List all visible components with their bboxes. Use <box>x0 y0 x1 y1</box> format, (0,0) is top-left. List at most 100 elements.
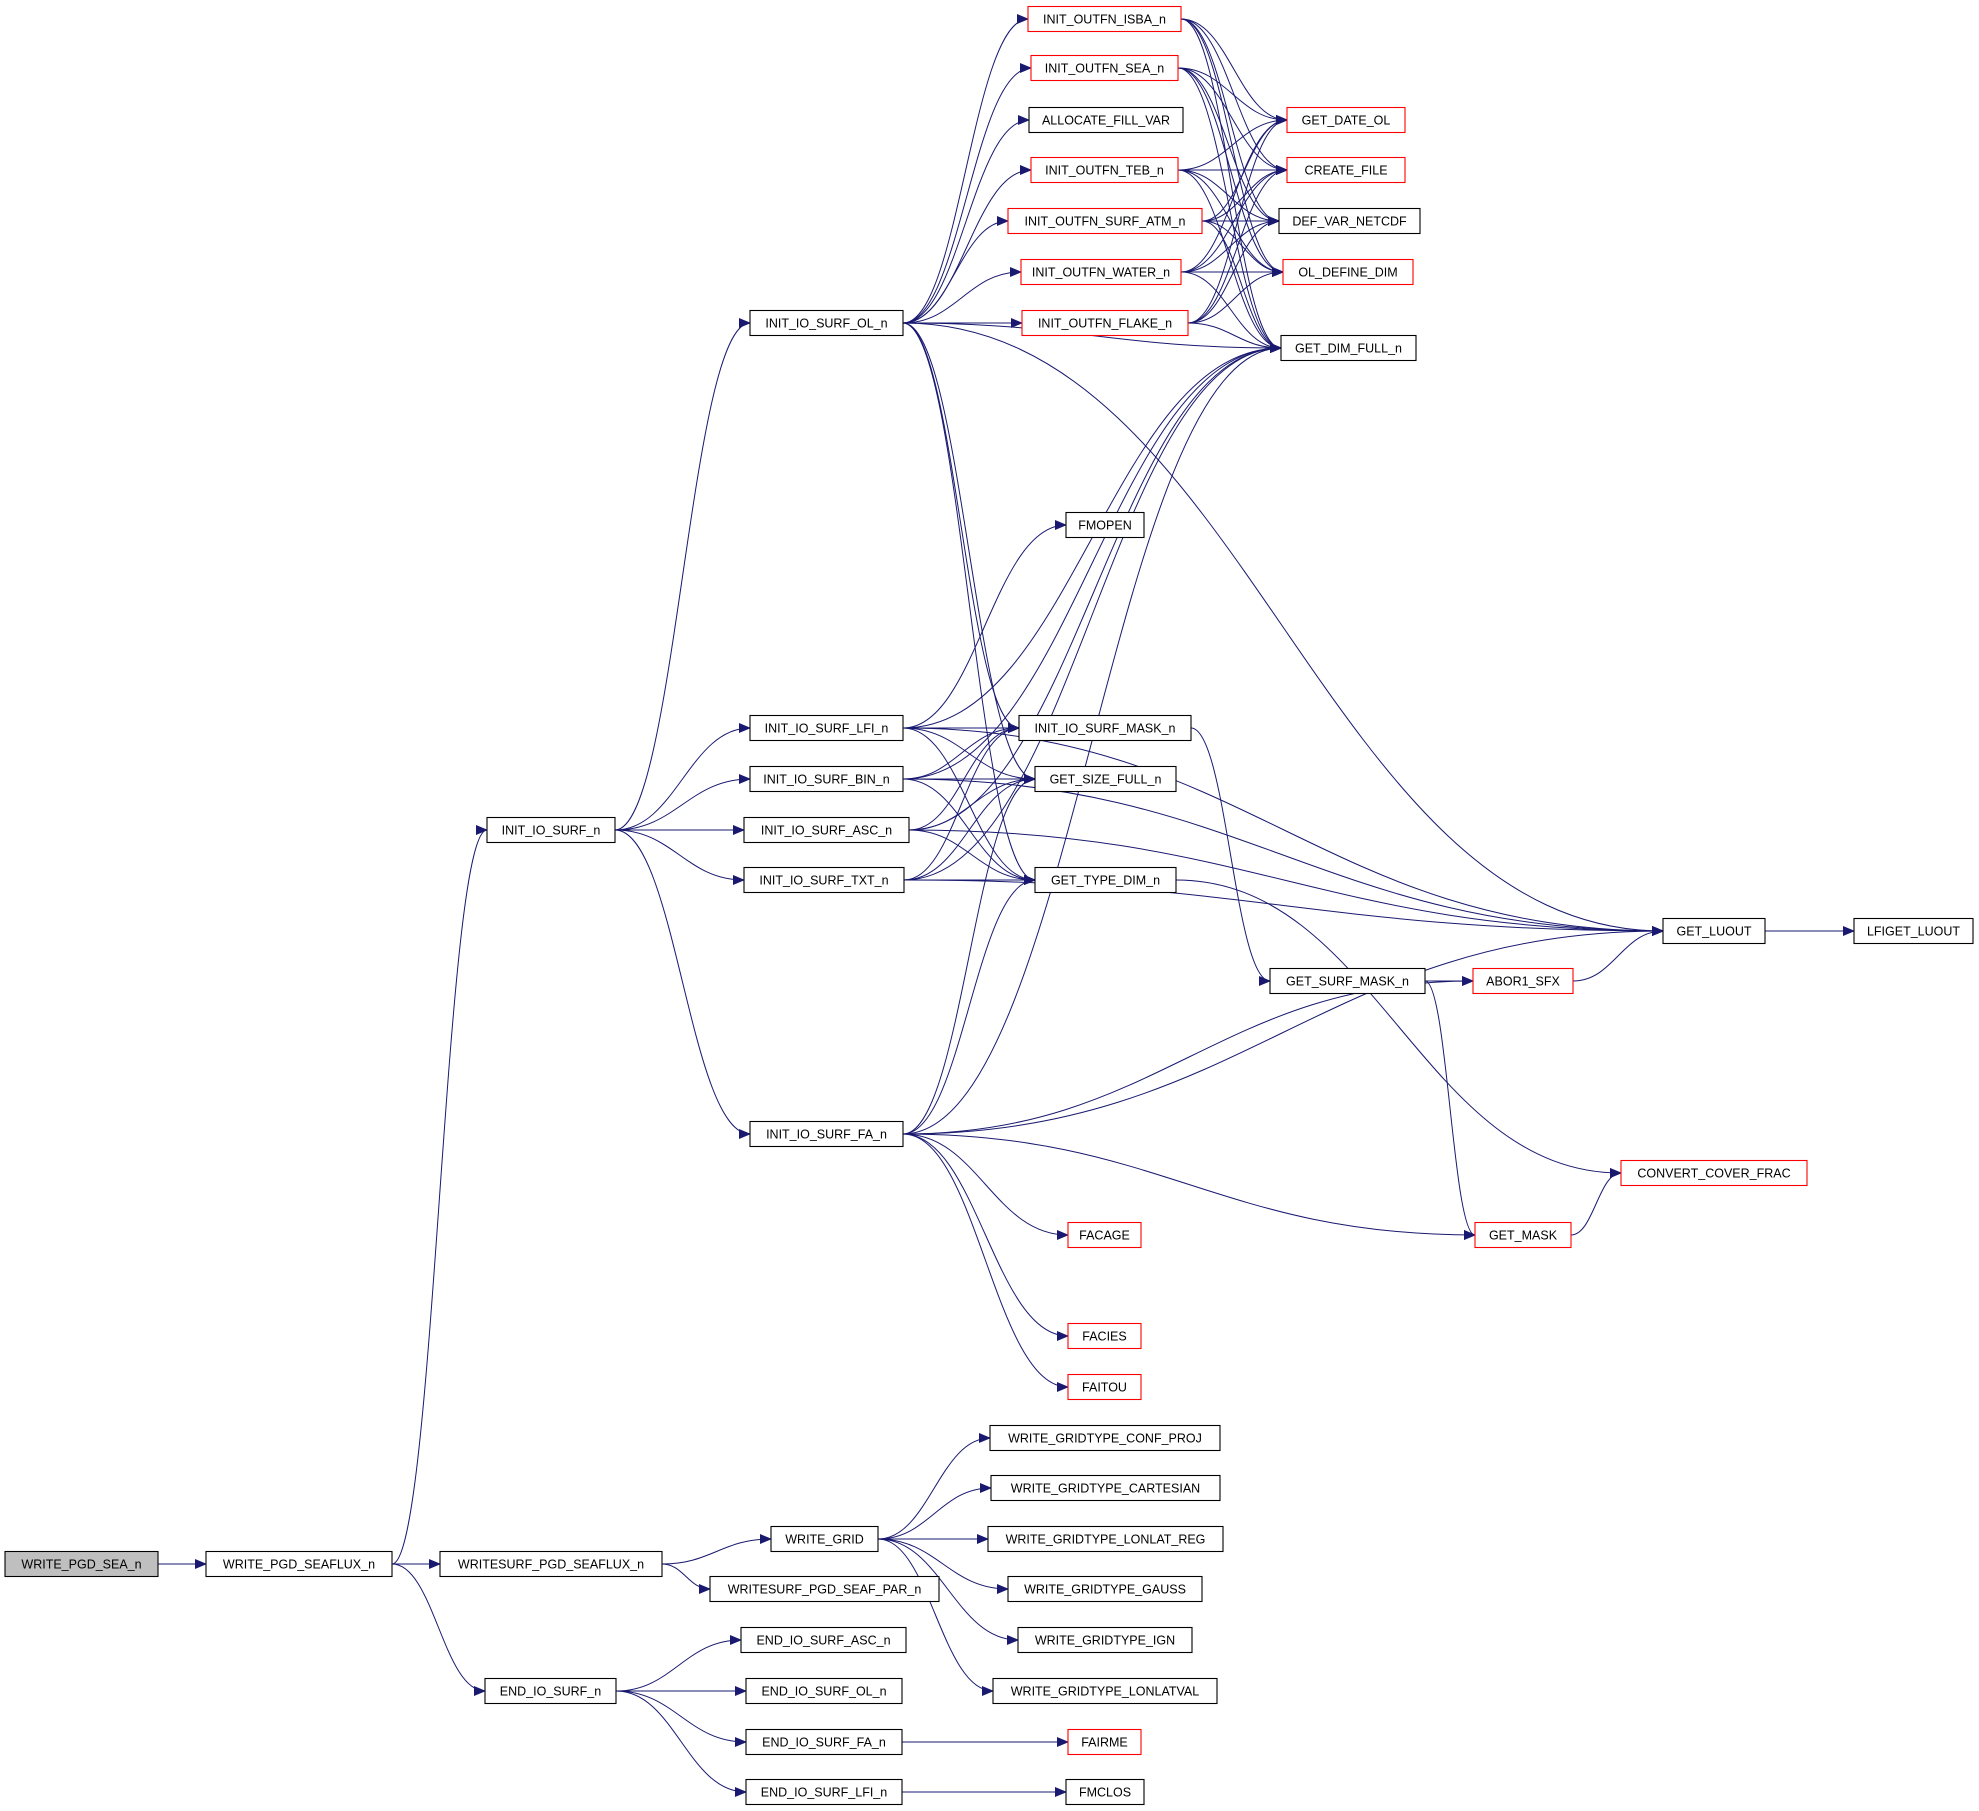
node-end-io-surf-ol-n[interactable]: END_IO_SURF_OL_n <box>745 1677 903 1705</box>
node-box <box>1018 714 1192 742</box>
edge-iios-to-lfi <box>614 723 751 831</box>
node-faitou[interactable]: FAITOU <box>1067 1373 1142 1401</box>
edge-eios-to-efa <box>615 1690 747 1747</box>
node-label: FAITOU <box>1082 1381 1127 1395</box>
node-get-type-dim-n[interactable]: GET_TYPE_DIM_n <box>1034 866 1177 894</box>
node-write-pgd-sea-n[interactable]: WRITE_PGD_SEA_n <box>4 1550 159 1578</box>
node-init-io-surf-bin-n[interactable]: INIT_IO_SURF_BIN_n <box>749 765 904 793</box>
node-write-gridtype-lonlatval[interactable]: WRITE_GRIDTYPE_LONLATVAL <box>992 1677 1218 1705</box>
node-get-mask[interactable]: GET_MASK <box>1474 1221 1572 1249</box>
node-box <box>743 816 910 844</box>
node-allocate-fill-var[interactable]: ALLOCATE_FILL_VAR <box>1028 106 1184 134</box>
node-label: GET_SIZE_FULL_n <box>1050 773 1162 787</box>
edge-type-to-conv <box>1175 879 1622 1178</box>
edge-ol-to-water <box>902 267 1022 324</box>
node-box <box>740 1626 907 1654</box>
node-lfiget-luout[interactable]: LFIGET_LUOUT <box>1853 917 1974 945</box>
edge-bin-to-mask <box>902 723 1020 780</box>
node-box <box>743 866 905 894</box>
node-init-io-surf-lfi-n[interactable]: INIT_IO_SURF_LFI_n <box>749 714 904 742</box>
node-facage[interactable]: FACAGE <box>1067 1221 1142 1249</box>
node-box <box>770 1525 879 1553</box>
node-get-date-ol[interactable]: GET_DATE_OL <box>1286 106 1406 134</box>
node-init-outfn-sea-n[interactable]: INIT_OUTFN_SEA_n <box>1030 54 1179 82</box>
edge-water-to-defvar <box>1180 216 1280 273</box>
node-convert-cover-frac[interactable]: CONVERT_COVER_FRAC <box>1620 1159 1808 1187</box>
node-init-outfn-isba-n[interactable]: INIT_OUTFN_ISBA_n <box>1027 5 1182 33</box>
node-fairme[interactable]: FAIRME <box>1067 1728 1142 1756</box>
node-init-io-surf-ol-n[interactable]: INIT_IO_SURF_OL_n <box>749 309 904 337</box>
node-label: END_IO_SURF_OL_n <box>761 1685 886 1699</box>
node-write-gridtype-conf-proj[interactable]: WRITE_GRIDTYPE_CONF_PROJ <box>989 1424 1221 1452</box>
node-label: ALLOCATE_FILL_VAR <box>1042 114 1170 128</box>
node-label: INIT_OUTFN_SEA_n <box>1045 62 1165 76</box>
node-init-io-surf-mask-n[interactable]: INIT_IO_SURF_MASK_n <box>1018 714 1192 742</box>
node-label: INIT_OUTFN_FLAKE_n <box>1038 317 1172 331</box>
node-end-io-surf-asc-n[interactable]: END_IO_SURF_ASC_n <box>740 1626 907 1654</box>
node-label: OL_DEFINE_DIM <box>1298 266 1397 280</box>
node-init-outfn-surf-atm-n[interactable]: INIT_OUTFN_SURF_ATM_n <box>1007 207 1203 235</box>
node-get-dim-full-n[interactable]: GET_DIM_FULL_n <box>1280 334 1417 362</box>
node-init-io-surf-fa-n[interactable]: INIT_IO_SURF_FA_n <box>749 1120 904 1148</box>
node-box <box>1662 917 1766 945</box>
edge-getmask-to-conv <box>1570 1168 1622 1236</box>
node-write-gridtype-gauss[interactable]: WRITE_GRIDTYPE_GAUSS <box>1007 1575 1203 1603</box>
edge-teb-to-defvar <box>1177 169 1280 226</box>
node-write-gridtype-cartesian[interactable]: WRITE_GRIDTYPE_CARTESIAN <box>990 1474 1221 1502</box>
node-write-gridtype-ign[interactable]: WRITE_GRIDTYPE_IGN <box>1017 1626 1193 1654</box>
node-write-gridtype-lonlat-reg[interactable]: WRITE_GRIDTYPE_LONLAT_REG <box>987 1525 1224 1553</box>
node-box <box>1067 1322 1142 1350</box>
node-end-io-surf-fa-n[interactable]: END_IO_SURF_FA_n <box>745 1728 903 1756</box>
node-box <box>1620 1159 1808 1187</box>
node-get-luout[interactable]: GET_LUOUT <box>1662 917 1766 945</box>
node-create-file[interactable]: CREATE_FILE <box>1286 156 1406 184</box>
edge-wgrid-to-wg_lonval <box>877 1538 994 1696</box>
node-get-surf-mask-n[interactable]: GET_SURF_MASK_n <box>1269 967 1426 995</box>
node-def-var-netcdf[interactable]: DEF_VAR_NETCDF <box>1278 207 1421 235</box>
node-label: INIT_OUTFN_TEB_n <box>1045 164 1164 178</box>
edge-wspsf-to-wseafpar <box>661 1563 711 1594</box>
edge-iios-to-bin <box>614 774 751 831</box>
edge-txt-to-mask <box>903 723 1020 881</box>
edge-ol-to-alloc <box>902 115 1030 324</box>
edge-wgrid-to-wg_cart <box>877 1483 992 1540</box>
edge-fa-to-luout <box>902 926 1664 1135</box>
node-write-pgd-seaflux-n[interactable]: WRITE_PGD_SEAFLUX_n <box>205 1550 393 1578</box>
node-box <box>1067 1221 1142 1249</box>
node-writesurf-pgd-seaf-par-n[interactable]: WRITESURF_PGD_SEAF_PAR_n <box>709 1575 940 1603</box>
node-abor1-sfx[interactable]: ABOR1_SFX <box>1472 967 1574 995</box>
node-box <box>1021 309 1189 337</box>
node-label: INIT_IO_SURF_BIN_n <box>763 773 889 787</box>
node-facies[interactable]: FACIES <box>1067 1322 1142 1350</box>
node-box <box>1017 1626 1193 1654</box>
node-fmclos[interactable]: FMCLOS <box>1065 1778 1145 1806</box>
edge-lfi-to-type <box>902 727 1036 885</box>
node-label: INIT_IO_SURF_n <box>502 824 601 838</box>
node-end-io-surf-n[interactable]: END_IO_SURF_n <box>484 1677 617 1705</box>
edge-asc-to-type <box>908 829 1036 885</box>
node-box <box>745 1728 903 1756</box>
node-label: FAIRME <box>1081 1736 1128 1750</box>
node-ol-define-dim[interactable]: OL_DEFINE_DIM <box>1282 258 1414 286</box>
edge-flake-to-oldim <box>1187 267 1284 324</box>
node-writesurf-pgd-seaflux-n[interactable]: WRITESURF_PGD_SEAFLUX_n <box>439 1550 663 1578</box>
node-box <box>1853 917 1974 945</box>
node-init-io-surf-n[interactable]: INIT_IO_SURF_n <box>486 816 616 844</box>
edge-txt-to-dimfull <box>903 343 1282 881</box>
node-box <box>1286 156 1406 184</box>
node-init-outfn-water-n[interactable]: INIT_OUTFN_WATER_n <box>1020 258 1182 286</box>
node-end-io-surf-lfi-n[interactable]: END_IO_SURF_LFI_n <box>745 1778 903 1806</box>
node-label: INIT_IO_SURF_OL_n <box>765 317 887 331</box>
edge-wpsf-to-iios <box>391 825 488 1565</box>
node-write-grid[interactable]: WRITE_GRID <box>770 1525 879 1553</box>
node-label: END_IO_SURF_LFI_n <box>761 1786 887 1800</box>
edge-wgrid-to-wg_conf <box>877 1433 991 1540</box>
edge-sea-to-date <box>1177 67 1288 125</box>
node-label: END_IO_SURF_FA_n <box>762 1736 886 1750</box>
node-fmopen[interactable]: FMOPEN <box>1065 511 1145 539</box>
node-init-outfn-teb-n[interactable]: INIT_OUTFN_TEB_n <box>1030 156 1179 184</box>
node-init-io-surf-txt-n[interactable]: INIT_IO_SURF_TXT_n <box>743 866 905 894</box>
node-get-size-full-n[interactable]: GET_SIZE_FULL_n <box>1034 765 1177 793</box>
node-init-outfn-flake-n[interactable]: INIT_OUTFN_FLAKE_n <box>1021 309 1189 337</box>
node-init-io-surf-asc-n[interactable]: INIT_IO_SURF_ASC_n <box>743 816 910 844</box>
